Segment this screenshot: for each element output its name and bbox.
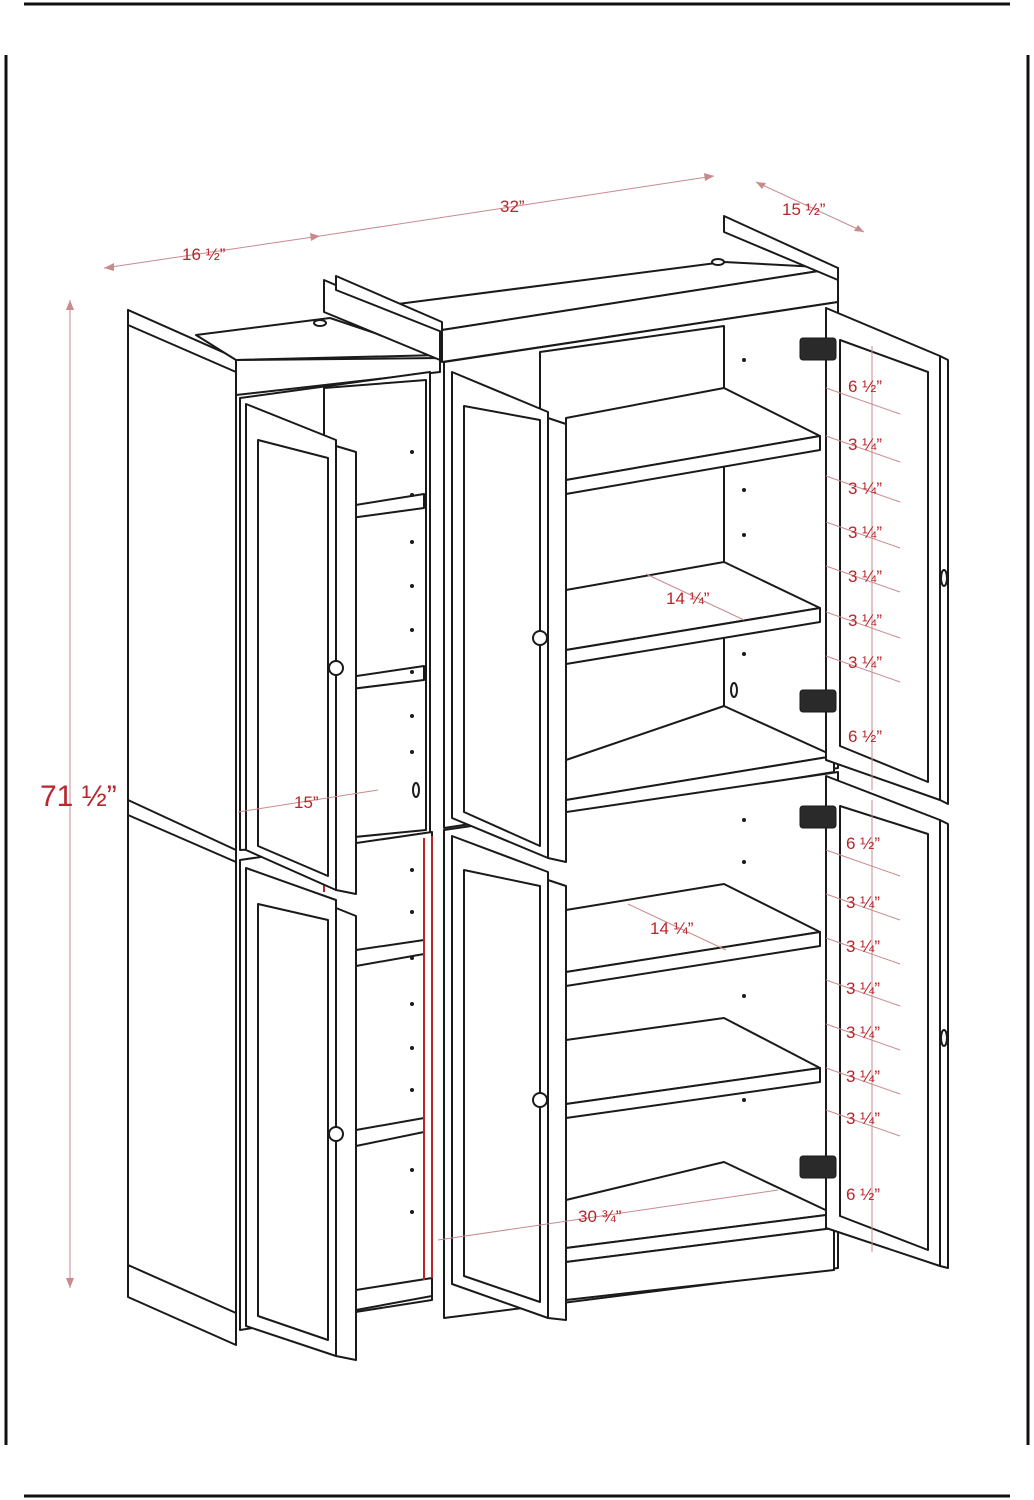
dim-inner-depth-left: 15” (294, 793, 319, 812)
right-left-upper-glass-door (451, 371, 567, 863)
dim-shelf-depth-lower: 14 ¼” (650, 919, 694, 938)
dim-shelf-depth-upper: 14 ¼” (666, 589, 710, 608)
right-upper-glass-door (825, 307, 949, 805)
dim-upper-spacing-8: 6 ½” (848, 727, 882, 746)
dim-inner-width-bottom: 30 ¾” (578, 1207, 622, 1226)
dim-lower-spacing-8: 6 ½” (846, 1185, 880, 1204)
dim-upper-spacing-6: 3 ¼” (848, 611, 882, 630)
dim-upper-spacing-7: 3 ¼” (848, 653, 882, 672)
left-upper-glass-door (245, 403, 357, 895)
dimension-labels: 32” 16 ½” 15 ½” 71 ½” 15” 14 ¼” 14 ¼” 30… (40, 197, 882, 1226)
dim-lower-spacing-5: 3 ¼” (846, 1023, 880, 1042)
dim-upper-spacing-2: 3 ¼” (848, 435, 882, 454)
dim-upper-spacing-4: 3 ¼” (848, 523, 882, 542)
right-left-lower-door (451, 835, 567, 1321)
dim-depth: 15 ½” (782, 200, 826, 219)
dim-width-total: 32” (500, 197, 525, 216)
right-lower-door (825, 775, 949, 1269)
dimension-lines (66, 173, 901, 1288)
dim-lower-spacing-1: 6 ½” (846, 834, 880, 853)
left-lower-door (245, 867, 357, 1361)
dim-lower-spacing-7: 3 ¼” (846, 1109, 880, 1128)
cabinet-assembly (127, 215, 949, 1361)
dim-width-left: 16 ½” (182, 245, 226, 264)
dim-lower-spacing-6: 3 ¼” (846, 1067, 880, 1086)
dim-upper-spacing-1: 6 ½” (848, 377, 882, 396)
hinges (799, 337, 837, 1179)
shelf-holes (410, 358, 746, 1214)
dim-lower-spacing-2: 3 ¼” (846, 893, 880, 912)
dim-height: 71 ½” (40, 780, 117, 813)
dim-upper-spacing-3: 3 ¼” (848, 479, 882, 498)
dim-lower-spacing-4: 3 ¼” (846, 979, 880, 998)
dim-upper-spacing-5: 3 ¼” (848, 567, 882, 586)
dim-lower-spacing-3: 3 ¼” (846, 937, 880, 956)
